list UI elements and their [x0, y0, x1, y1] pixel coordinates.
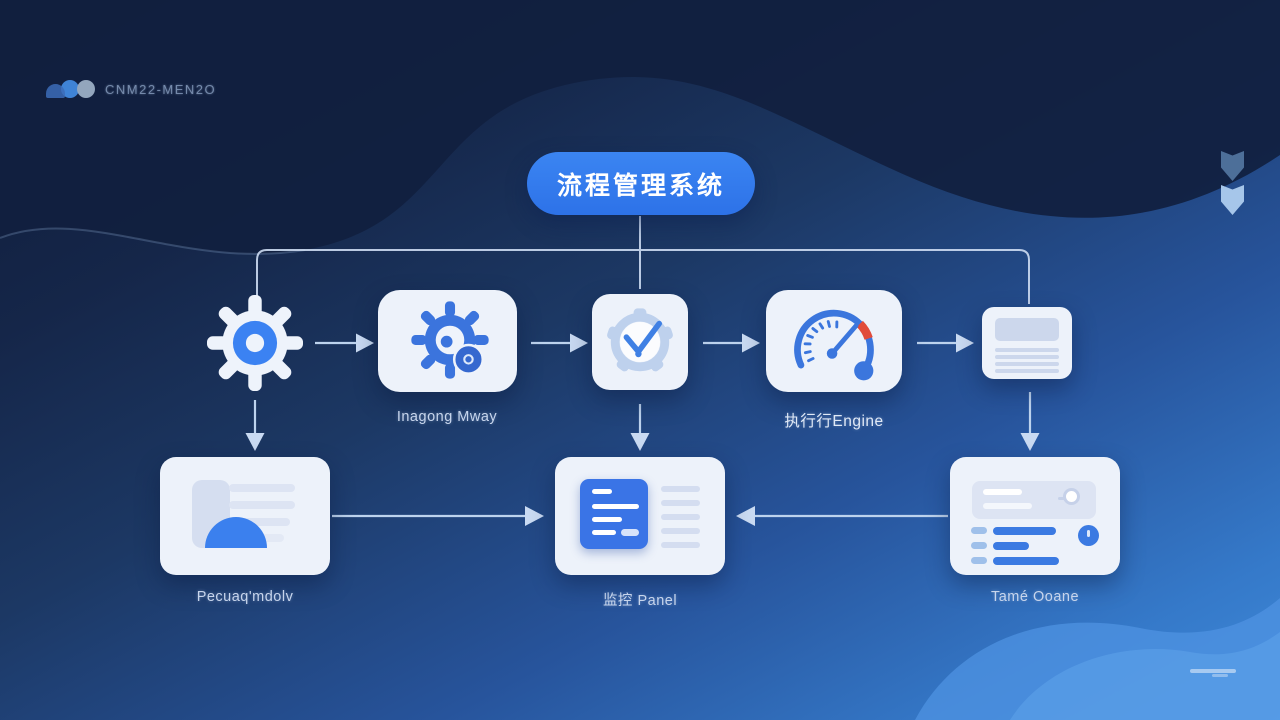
progress-bar [993, 556, 1059, 565]
node-monitor-panel [555, 457, 725, 575]
monitor-panel-label: 监控 Panel [602, 593, 678, 609]
text-line [661, 486, 700, 492]
bar-chip [971, 527, 987, 534]
panel-mark [592, 504, 639, 509]
node-document [982, 307, 1072, 379]
text-line [983, 489, 1022, 495]
panel-mark [621, 529, 639, 536]
record-module-label: Pecuaq'mdolv [196, 589, 294, 605]
node-scheduler [592, 294, 688, 390]
logo-wedge-shape [46, 83, 65, 98]
node-config-module [378, 290, 517, 392]
logo-text: CNM22-MEN2O [105, 81, 217, 97]
text-line [661, 500, 700, 506]
speed-glyph-icon [1058, 488, 1080, 505]
footer-mark [1190, 669, 1236, 677]
text-line [661, 528, 700, 534]
document-line [995, 369, 1059, 373]
panel-mark [592, 530, 616, 535]
node-report-module [950, 457, 1120, 575]
text-line [229, 484, 295, 492]
panel-mark [592, 517, 622, 522]
node-execution-engine [766, 290, 902, 392]
logo-blue-dot [61, 80, 79, 98]
panel-mark [592, 489, 612, 494]
bar-chip [971, 542, 987, 549]
top-dark-wave [0, 0, 1280, 254]
gear-icon [207, 295, 303, 391]
document-line [995, 348, 1059, 352]
progress-bar [993, 526, 1056, 535]
report-module-label: Tamé Ooane [990, 589, 1080, 605]
progress-bar [993, 541, 1029, 550]
logo: CNM22-MEN2O [46, 80, 216, 98]
chevron-down-icon [1221, 151, 1244, 181]
status-circle-icon [1078, 525, 1099, 546]
gear-badge-icon [411, 301, 489, 379]
config-module-label: Inagong Mway [396, 409, 498, 425]
text-line [661, 542, 700, 548]
execution-engine-label: 执行行Engine [784, 413, 884, 430]
text-line [229, 501, 295, 509]
chevron-down-icon [1221, 185, 1244, 215]
page-title: 流程管理系统 [527, 152, 755, 215]
bottom-light-wave-inner [1010, 632, 1280, 720]
chevron-group [1221, 151, 1244, 219]
text-line [238, 518, 290, 526]
document-line [995, 355, 1059, 359]
logo-gray-dot [77, 80, 95, 98]
gauge-icon [794, 309, 874, 381]
text-line [983, 503, 1032, 509]
document-line [995, 362, 1059, 366]
bar-chip [971, 557, 987, 564]
clock-check-icon [607, 308, 673, 372]
text-line [661, 514, 700, 520]
dashboard-list-icon [580, 479, 648, 549]
node-record-module [160, 457, 330, 575]
document-icon [995, 318, 1059, 341]
